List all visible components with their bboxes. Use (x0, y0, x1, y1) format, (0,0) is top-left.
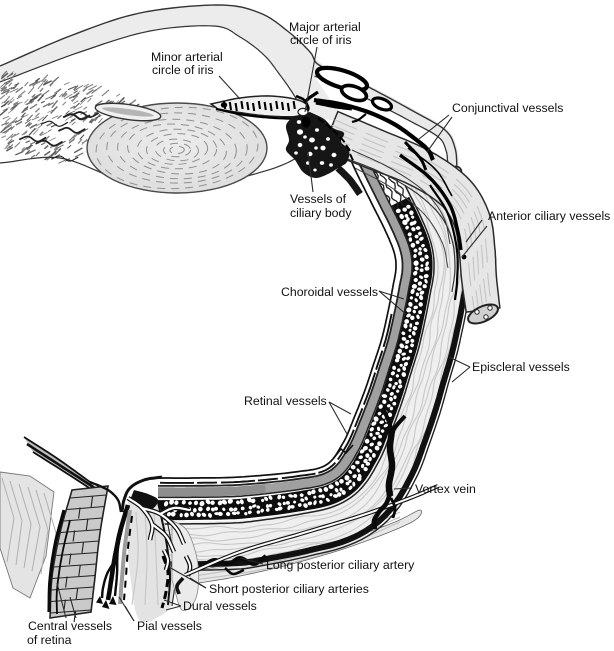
svg-text:Conjunctival vessels: Conjunctival vessels (452, 101, 563, 115)
svg-text:Short posterior ciliary arteri: Short posterior ciliary arteries (209, 582, 369, 596)
svg-text:Minor arterial: Minor arterial (151, 50, 223, 64)
svg-text:ciliary body: ciliary body (290, 206, 352, 220)
svg-text:circle of iris: circle of iris (290, 33, 352, 47)
svg-text:Central vessels: Central vessels (28, 619, 112, 633)
svg-text:Major arterial: Major arterial (289, 20, 361, 34)
svg-text:Retinal vessels: Retinal vessels (244, 394, 327, 408)
svg-text:Choroidal vessels: Choroidal vessels (281, 285, 378, 299)
svg-text:Vessels of: Vessels of (290, 192, 347, 206)
svg-text:Anterior ciliary vessels: Anterior ciliary vessels (488, 209, 610, 223)
svg-text:circle of iris: circle of iris (152, 63, 214, 77)
svg-text:Episcleral vessels: Episcleral vessels (472, 360, 570, 374)
svg-text:Dural vessels: Dural vessels (183, 599, 257, 613)
svg-text:Long posterior ciliary artery: Long posterior ciliary artery (266, 558, 415, 572)
svg-text:Pial vessels: Pial vessels (137, 619, 202, 633)
svg-text:Vortex vein: Vortex vein (415, 482, 476, 496)
svg-text:of retina: of retina (27, 633, 72, 647)
